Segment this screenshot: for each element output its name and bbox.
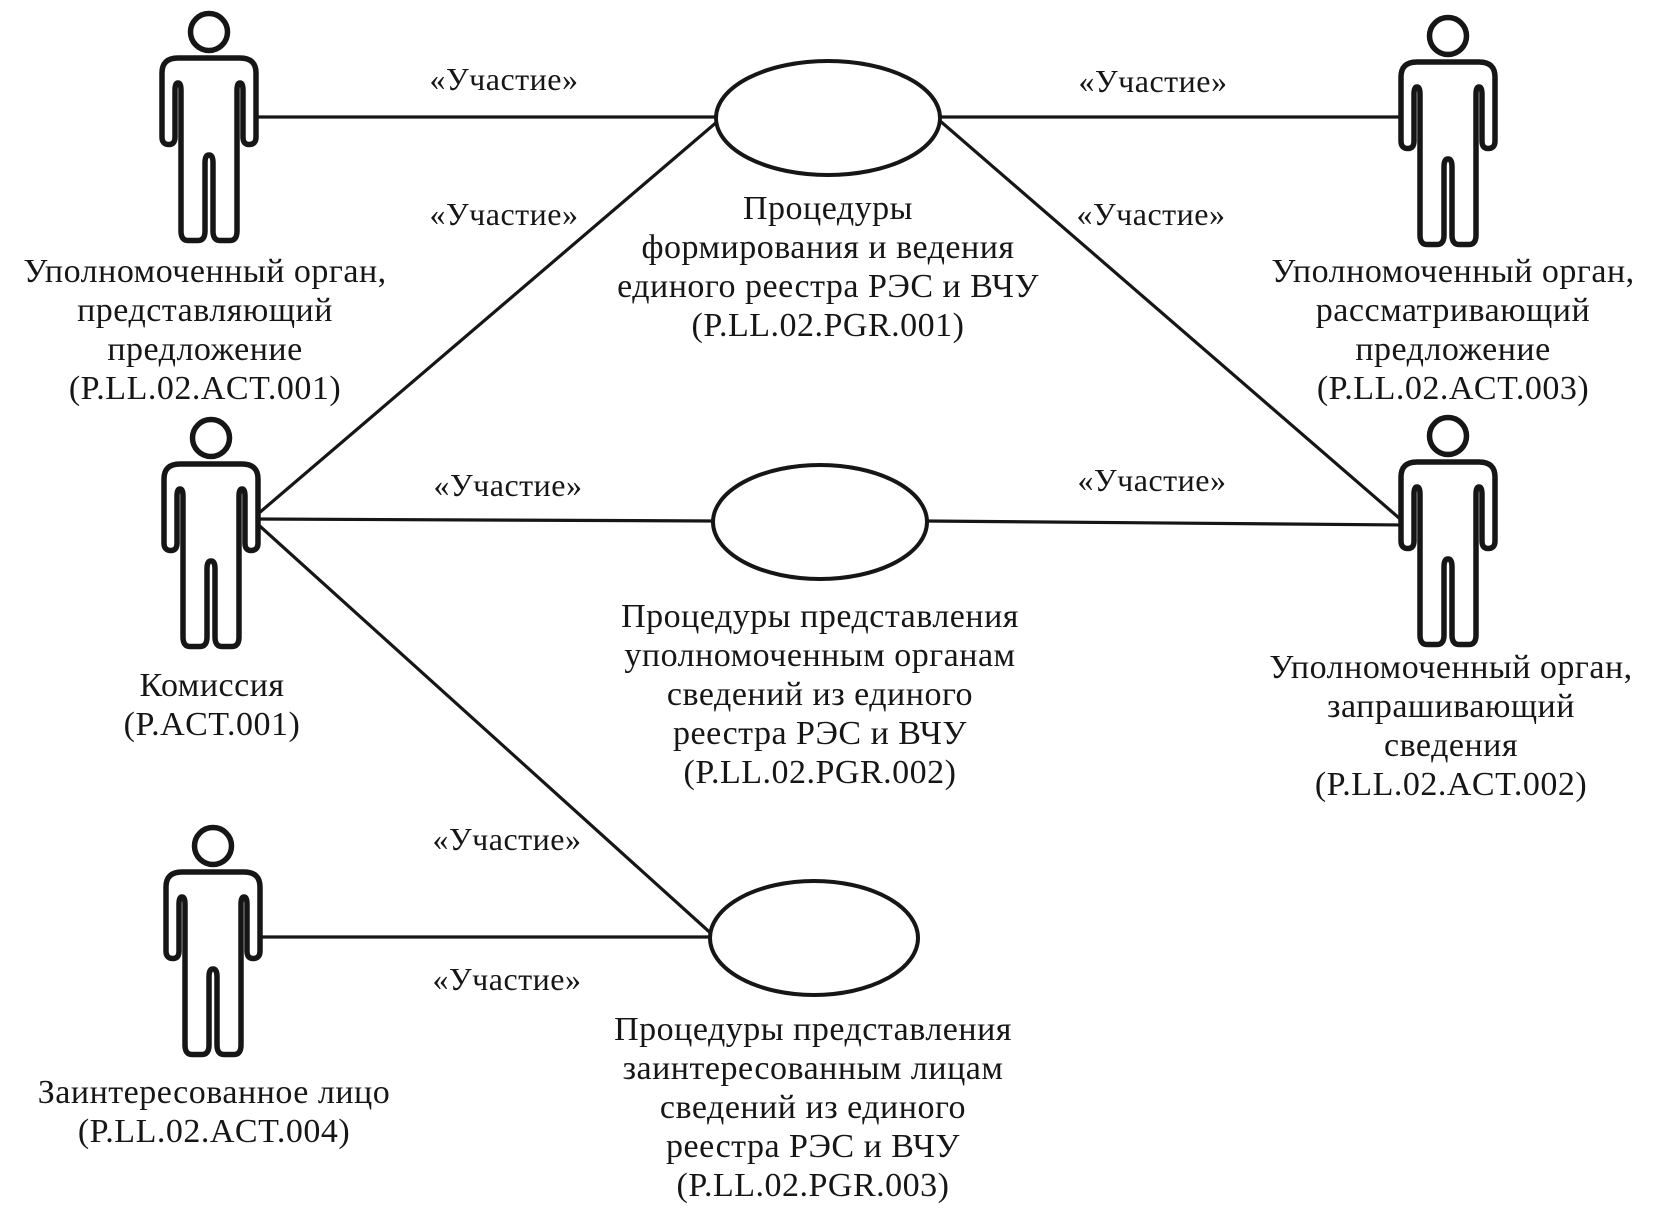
actor-label-line: Уполномоченный орган, bbox=[1269, 649, 1633, 686]
actor-label-line: (P.LL.02.ACT.002) bbox=[1314, 766, 1588, 803]
actor-label-line: Уполномоченный орган, bbox=[1271, 253, 1635, 290]
actor-label-line: предложение bbox=[1355, 331, 1551, 368]
actor-label-line: сведения bbox=[1383, 727, 1518, 764]
use-case-label-line: заинтересованным лицам bbox=[622, 1050, 1004, 1087]
stereotype-label: «Участие» bbox=[1076, 196, 1226, 232]
stereotype-label: «Участие» bbox=[433, 467, 583, 503]
use-case-label-line: сведений из единого bbox=[666, 676, 974, 713]
use-case-label-pgr002: Процедуры представления уполномоченным о… bbox=[621, 597, 1019, 792]
association-lines bbox=[248, 115, 1408, 939]
association-line-pgr002-act002 bbox=[925, 519, 1407, 527]
actor-label-act004: Заинтересованное лицо (P.LL.02.ACT.004) bbox=[38, 1073, 390, 1151]
actor-label-line: рассматривающий bbox=[1315, 292, 1591, 329]
actor-label-line: (P.ACT.001) bbox=[123, 706, 301, 743]
use-case-label-line: Процедуры представления bbox=[614, 1011, 1012, 1048]
actor-label-line: запрашивающий bbox=[1327, 688, 1575, 725]
association-line-commission-pgr001 bbox=[250, 119, 720, 521]
actor-icon-commission bbox=[164, 420, 258, 647]
actor-label-commission: Комиссия (P.ACT.001) bbox=[124, 666, 301, 744]
stereotype-label: «Участие» bbox=[429, 61, 579, 97]
use-case-ellipse-pgr003 bbox=[708, 879, 920, 997]
actor-icon-act004 bbox=[166, 828, 260, 1055]
actor-label-line: (P.LL.02.ACT.001) bbox=[68, 370, 342, 407]
stereotype-label: «Участие» bbox=[1077, 462, 1227, 498]
use-case-ellipse-pgr002 bbox=[711, 463, 929, 581]
use-case-label-pgr003: Процедуры представления заинтересованным… bbox=[614, 1010, 1012, 1205]
actor-label-act002: Уполномоченный орган, запрашивающий свед… bbox=[1269, 648, 1632, 804]
use-case-label-line: сведений из единого bbox=[659, 1089, 967, 1126]
actor-label-line: представляющий bbox=[77, 292, 333, 329]
association-line-commission-pgr003 bbox=[250, 517, 717, 939]
use-case-label-line: реестра РЭС и ВЧУ bbox=[666, 1128, 960, 1165]
association-line-pgr001-act002 bbox=[937, 118, 1408, 526]
use-case-label-pgr001: Процедуры формирования и ведения единого… bbox=[617, 189, 1039, 345]
use-case-label-line: реестра РЭС и ВЧУ bbox=[673, 715, 967, 752]
actor-label-line: (P.LL.02.ACT.004) bbox=[77, 1113, 351, 1150]
association-line-commission-pgr002 bbox=[251, 517, 715, 523]
actor-icon-act002 bbox=[1401, 418, 1495, 645]
stereotype-label: «Участие» bbox=[432, 961, 582, 997]
actor-icon-act003 bbox=[1401, 18, 1495, 245]
actor-label-line: (P.LL.02.ACT.003) bbox=[1316, 370, 1590, 407]
actor-label-line: Заинтересованное лицо bbox=[37, 1074, 391, 1111]
actor-label-act001: Уполномоченный орган, представляющий пре… bbox=[23, 252, 386, 408]
use-case-label-line: Процедуры bbox=[742, 190, 914, 227]
actor-label-line: Комиссия bbox=[139, 667, 285, 704]
use-case-label-line: (P.LL.02.PGR.003) bbox=[676, 1167, 950, 1204]
stereotype-label: «Участие» bbox=[432, 821, 582, 857]
stereotype-label: «Участие» bbox=[1078, 63, 1228, 99]
use-case-label-line: уполномоченным органам bbox=[624, 637, 1016, 674]
use-case-label-line: единого реестра РЭС и ВЧУ bbox=[617, 268, 1039, 305]
use-case-ellipses bbox=[708, 59, 942, 997]
actor-icon-act001 bbox=[162, 14, 256, 241]
use-case-label-line: формирования и ведения bbox=[641, 229, 1015, 266]
use-case-label-line: Процедуры представления bbox=[621, 598, 1019, 635]
stereotype-label: «Участие» bbox=[429, 196, 579, 232]
actor-label-line: Уполномоченный орган, bbox=[23, 253, 387, 290]
use-case-label-line: (P.LL.02.PGR.001) bbox=[691, 307, 965, 344]
use-case-label-line: (P.LL.02.PGR.002) bbox=[683, 754, 957, 791]
actor-label-act003: Уполномоченный орган, рассматривающий пр… bbox=[1271, 252, 1634, 408]
actor-label-line: предложение bbox=[107, 331, 303, 368]
use-case-ellipse-pgr001 bbox=[714, 59, 942, 177]
